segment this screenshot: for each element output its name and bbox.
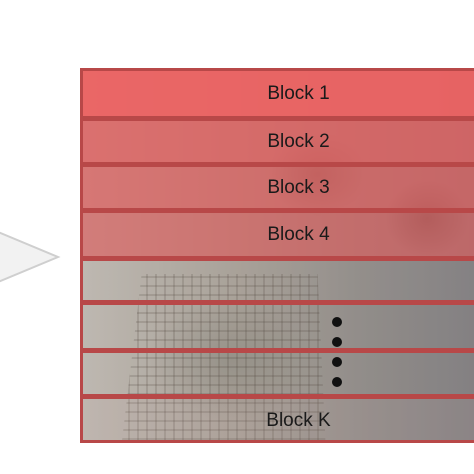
block-5 bbox=[83, 261, 474, 305]
ellipsis-dot bbox=[332, 337, 342, 347]
ellipsis-dot bbox=[332, 377, 342, 387]
block-stack: Block 1 Block 2 Block 3 Block 4 Block K bbox=[80, 68, 474, 443]
block-6 bbox=[83, 305, 474, 353]
ellipsis-dot bbox=[332, 357, 342, 367]
block-2: Block 2 bbox=[83, 121, 474, 167]
block-k-label: Block K bbox=[266, 410, 331, 431]
block-1-label: Block 1 bbox=[267, 82, 330, 104]
block-1: Block 1 bbox=[83, 71, 474, 121]
block-4-label: Block 4 bbox=[267, 223, 330, 245]
block-4: Block 4 bbox=[83, 213, 474, 261]
input-arrow bbox=[0, 212, 70, 302]
block-2-label: Block 2 bbox=[267, 130, 330, 152]
block-7 bbox=[83, 353, 474, 399]
arrow-right-icon bbox=[0, 231, 61, 283]
block-3: Block 3 bbox=[83, 167, 474, 213]
block-k: Block K bbox=[83, 399, 474, 440]
block-3-label: Block 3 bbox=[267, 176, 330, 198]
ellipsis-dot bbox=[332, 317, 342, 327]
vertical-ellipsis-icon bbox=[332, 317, 342, 389]
